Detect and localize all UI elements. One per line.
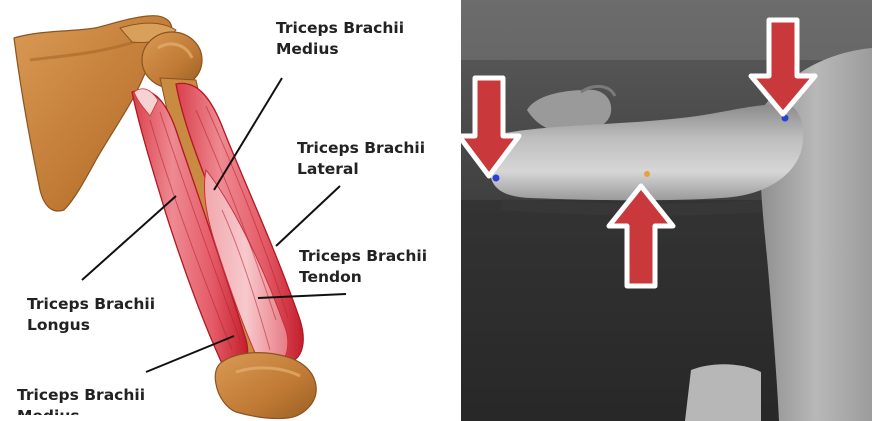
landmark-dot-center <box>644 171 650 177</box>
label-triceps-medius-top: Triceps Brachii Medius <box>276 18 404 60</box>
leader-line-longus <box>82 196 176 280</box>
label-triceps-tendon: Triceps Brachii Tendon <box>299 246 427 288</box>
thermal-image <box>461 0 872 421</box>
anatomy-illustration <box>0 0 458 421</box>
elbow-bone <box>215 353 316 419</box>
label-triceps-lateral: Triceps Brachii Lateral <box>297 138 425 180</box>
label-triceps-medius-bottom: Triceps Brachii Medius <box>17 385 145 415</box>
label-triceps-longus: Triceps Brachii Longus <box>27 294 155 336</box>
anatomy-illustration-panel: Triceps Brachii Medius Triceps Brachii L… <box>0 0 458 421</box>
leader-line-lateral <box>276 186 340 246</box>
landmark-dot-left <box>493 175 500 182</box>
thermal-image-panel <box>461 0 872 421</box>
